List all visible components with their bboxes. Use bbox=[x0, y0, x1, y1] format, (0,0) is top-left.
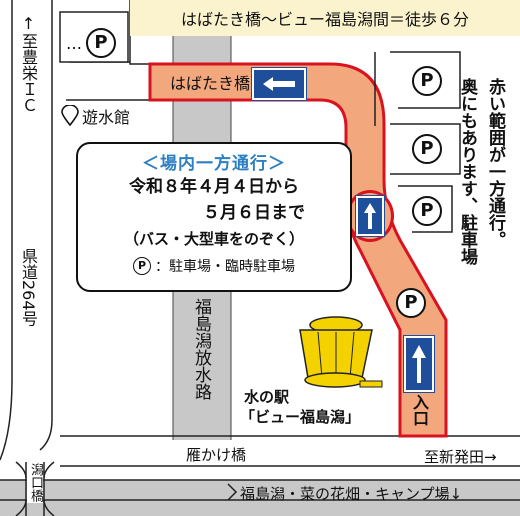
notice-legend: P ：駐車場・臨時駐車場 bbox=[78, 256, 350, 276]
entrance-up-arrow-icon bbox=[403, 335, 435, 393]
map-pin-icon bbox=[61, 105, 79, 127]
notice-title: ＜場内一方通行＞ bbox=[142, 154, 286, 174]
left-road-inner bbox=[39, 0, 53, 451]
left-road-outer bbox=[0, 0, 13, 461]
to-toyosaka-label: ↑至豊栄ＩＣ bbox=[19, 14, 38, 113]
one-way-left-arrow-icon bbox=[251, 67, 307, 101]
michinoeki-building bbox=[299, 316, 383, 388]
michinoeki-label1: 水の駅 bbox=[244, 388, 290, 406]
ellipsis-text: … bbox=[66, 34, 82, 53]
parking-legend-icon: P bbox=[133, 257, 151, 275]
parking-icon: P bbox=[412, 196, 442, 226]
one-way-notice: ＜場内一方通行＞ 令和８年４月４日から ５月６日まで （バス・大型車をのぞく） … bbox=[76, 142, 352, 292]
notice-legend-text: ：駐車場・臨時駐車場 bbox=[155, 259, 295, 275]
river-label: 福島潟放水路 bbox=[191, 298, 211, 400]
yusuikan-label: 遊水館 bbox=[82, 108, 131, 127]
to-fukushimagata-label: 福島潟・菜の花畑・キャンプ場↓ bbox=[240, 485, 463, 503]
bottom-channel bbox=[0, 480, 520, 516]
notice-line2: ５月６日まで bbox=[203, 203, 305, 223]
gankake-bridge-label: 雁かけ橋 bbox=[186, 446, 247, 464]
notice-line3: （バス・大型車をのぞく） bbox=[123, 230, 304, 248]
walk-time-label: はばたき橋～ビュー福島潟間＝徒歩６分 bbox=[130, 0, 520, 36]
side-note-col2: 奥にもあります、駐車場 bbox=[457, 78, 477, 265]
to-shinhattata-label: 至新発田→ bbox=[424, 448, 497, 466]
parking-icon: P bbox=[396, 288, 426, 318]
yusuikan: 遊水館 bbox=[60, 104, 130, 128]
side-note-col1: 赤い範囲が一方通行。 bbox=[485, 78, 505, 248]
one-way-up-arrow-icon bbox=[346, 190, 394, 242]
entrance-label: 入口 bbox=[410, 394, 429, 426]
prefectural-road-label: 県道264号 bbox=[19, 248, 38, 327]
parking-icon: P bbox=[86, 28, 116, 58]
michinoeki-label2: 「ビュー福島潟」 bbox=[240, 408, 361, 426]
parking-icon: P bbox=[412, 66, 442, 96]
notice-line1: 令和８年４月４日から bbox=[129, 177, 299, 197]
gata-bridge-label: 潟口橋 bbox=[27, 462, 43, 503]
parking-icon: P bbox=[412, 134, 442, 164]
habataki-bridge-label: はばたき橋 bbox=[170, 74, 251, 93]
one-way-area bbox=[148, 62, 448, 438]
